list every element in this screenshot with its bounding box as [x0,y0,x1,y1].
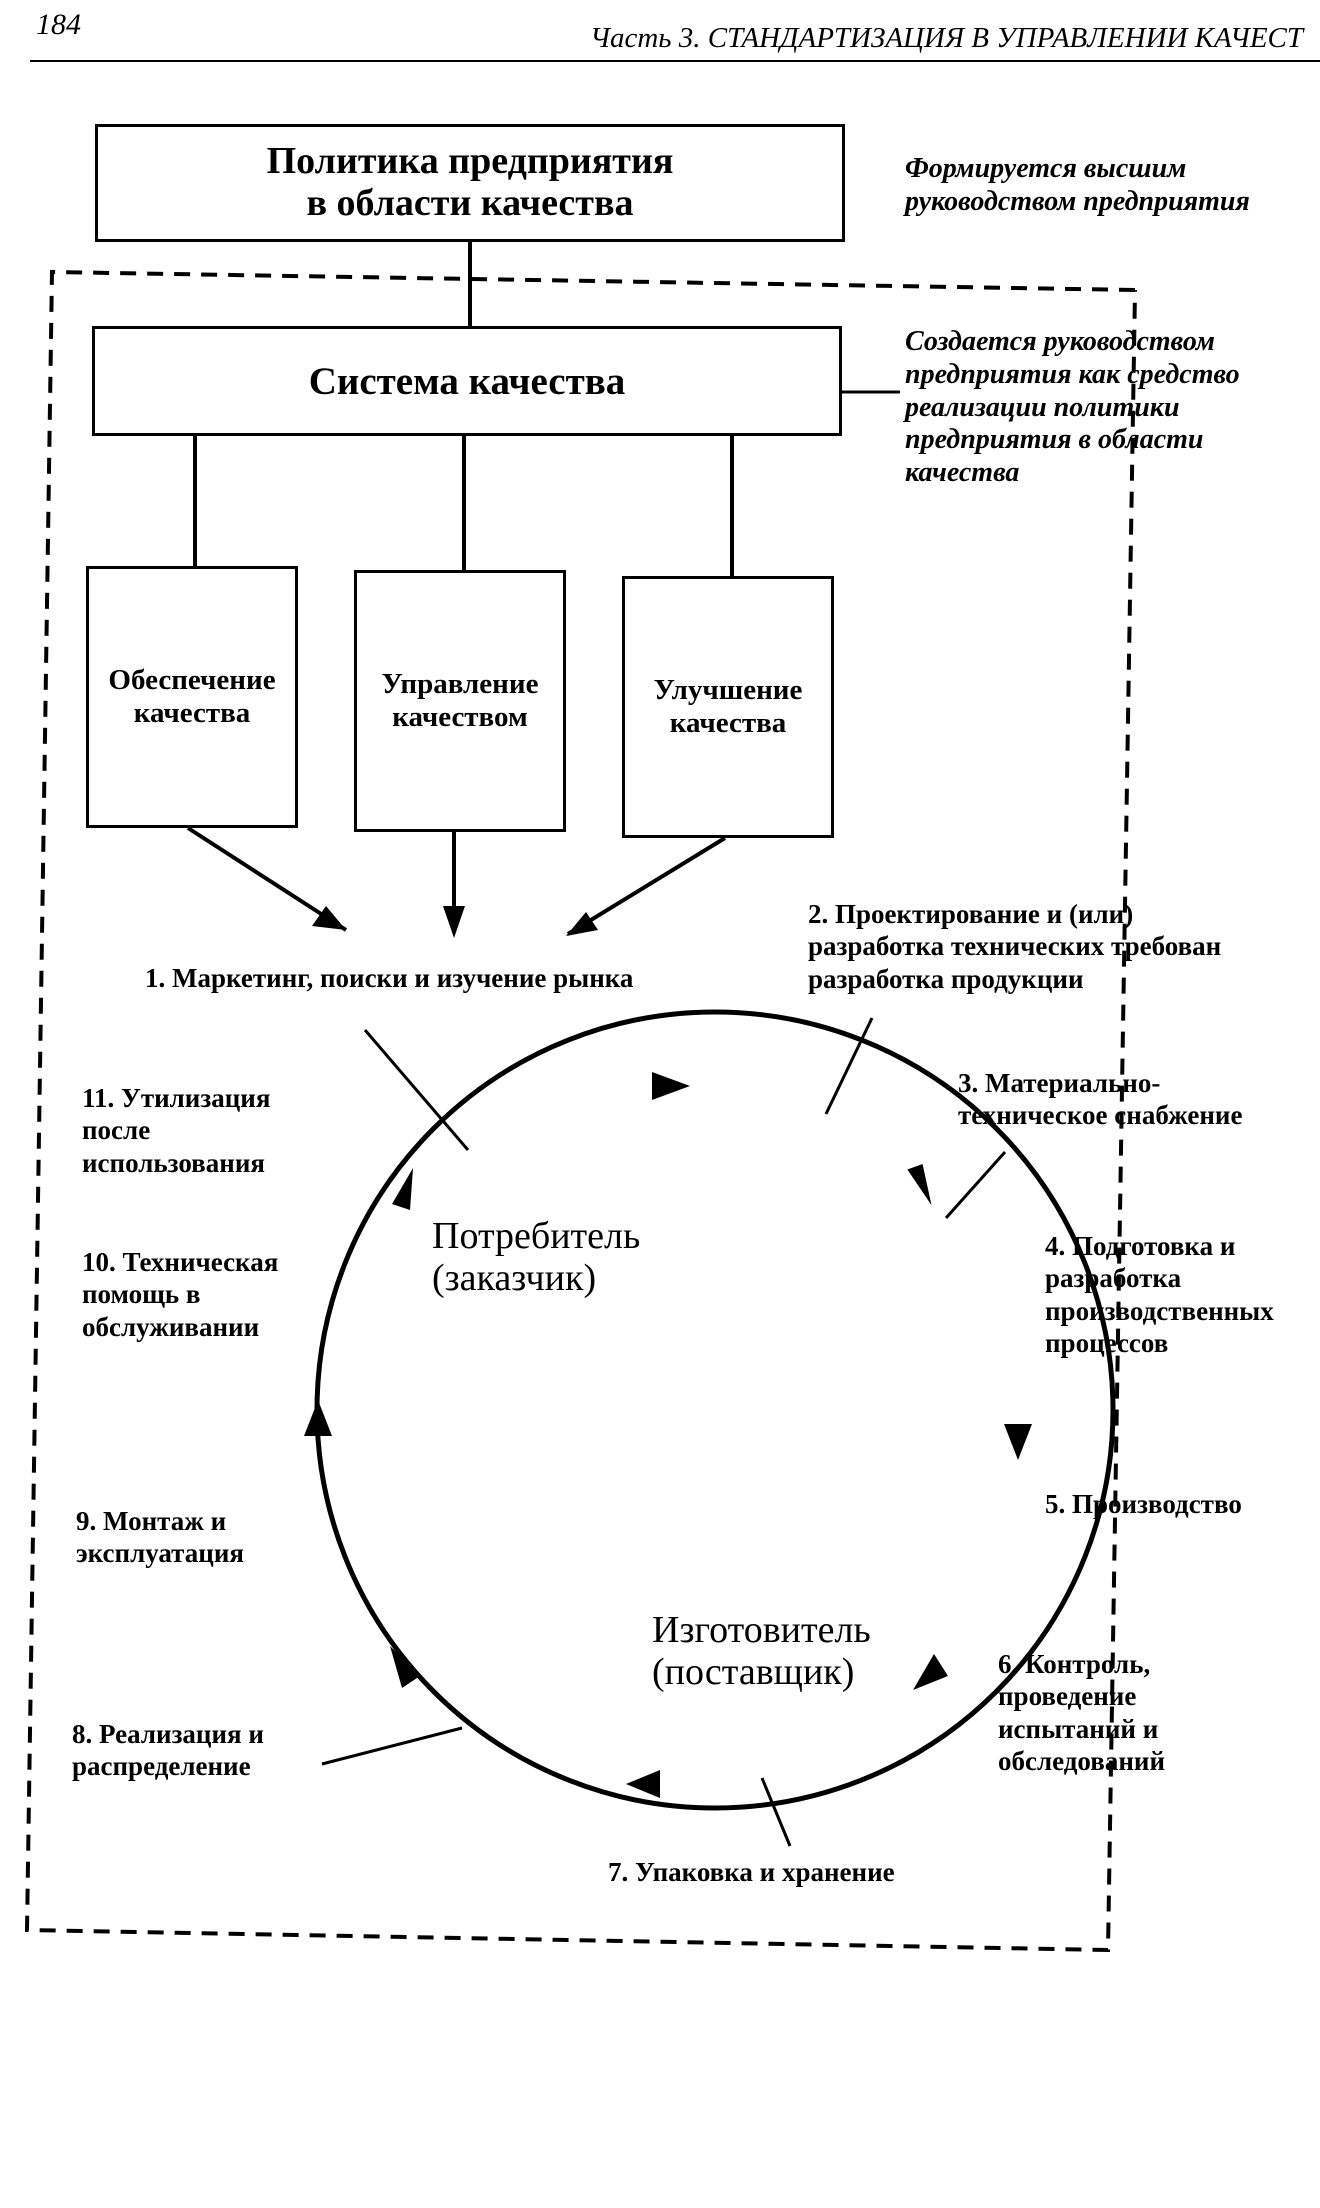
cycle-arrows [304,1072,1032,1798]
quality-assurance-label: Обеспечение качества [108,663,276,729]
stage-7-packaging: 7. Упаковка и хранение [608,1857,895,1887]
header-rule [30,60,1320,62]
dashed-boundary [24,269,1137,1953]
stage-6-inspection: 6. Контроль, проведение испытаний и обсл… [998,1649,1165,1777]
stage-3-procurement: 3. Материально- техническое снабжение [958,1068,1243,1131]
stage-11-disposal: 11. Утилизация после использования [82,1083,271,1178]
quality-improvement-label: Улучшение качества [653,673,803,739]
quality-management-label: Управление качеством [381,667,539,733]
policy-box: Политика предприятия в области качества [95,124,845,242]
stage-leaders [321,1017,1007,1847]
policy-note: Формируется высшим руководством предприя… [905,153,1250,217]
sub-arrows [186,826,727,938]
stage-8-sales: 8. Реализация и распределение [72,1719,264,1782]
quality-system-label: Система качества [308,359,626,403]
manufacturer-label: Изготовитель (поставщик) [652,1609,871,1693]
stage-9-installation: 9. Монтаж и эксплуатация [76,1506,244,1569]
stage-5-production: 5. Производство [1045,1489,1242,1519]
consumer-label: Потребитель (заказчик) [432,1215,641,1299]
quality-management-box: Управление качеством [354,570,566,832]
stage-10-technical-support: 10. Техническая помощь в обслуживании [82,1247,279,1342]
system-note: Создается руководством предприятия как с… [905,326,1240,488]
quality-system-box: Система качества [92,326,842,436]
stage-4-process-development: 4. Подготовка и разработка производствен… [1045,1231,1274,1359]
stage-1-marketing: 1. Маркетинг, поиски и изучение рынка [145,963,634,993]
policy-box-label: Политика предприятия в области качества [266,140,674,224]
running-title: Часть 3. СТАНДАРТИЗАЦИЯ В УПРАВЛЕНИИ КАЧ… [590,22,1304,54]
quality-assurance-box: Обеспечение качества [86,566,298,828]
stage-2-design: 2. Проектирование и (или) разработка тех… [808,899,1222,994]
page-number: 184 [36,8,81,41]
quality-improvement-box: Улучшение качества [622,576,834,838]
